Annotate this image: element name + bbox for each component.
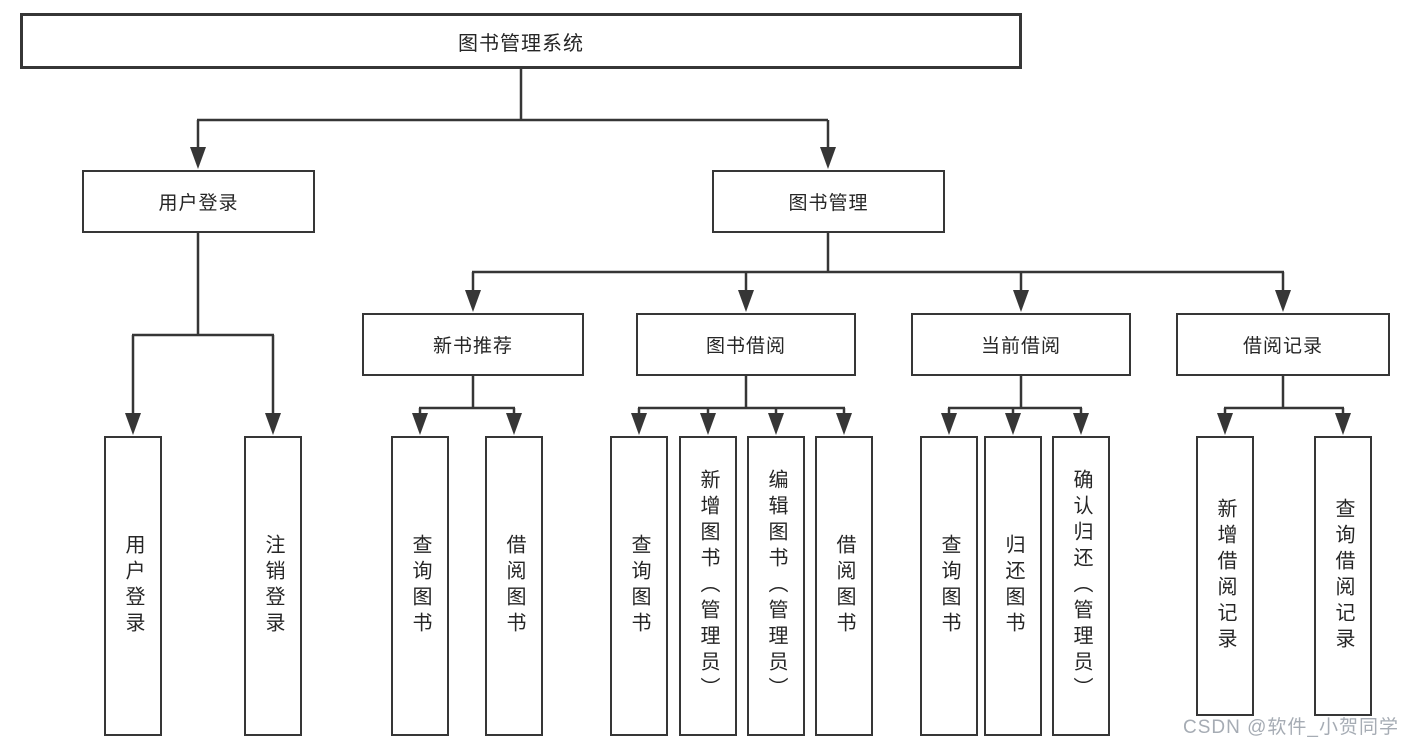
leaf-edit-book-admin: 编辑图书（管理员） <box>747 436 805 736</box>
leaf-confirm-return-admin: 确认归还（管理员） <box>1052 436 1110 736</box>
leaf-borrow-book: 借阅图书 <box>815 436 873 736</box>
leaf-logout: 注销登录 <box>244 436 302 736</box>
leaf-query-book-current: 查询图书 <box>920 436 978 736</box>
leaf-add-book-admin: 新增图书（管理员） <box>679 436 737 736</box>
leaf-return-book: 归还图书 <box>984 436 1042 736</box>
node-book-borrow: 图书借阅 <box>636 313 856 376</box>
node-borrow-records: 借阅记录 <box>1176 313 1390 376</box>
leaf-query-book-borrow: 查询图书 <box>610 436 668 736</box>
watermark: CSDN @软件_小贺同学 <box>1183 717 1399 738</box>
leaf-query-borrow-record: 查询借阅记录 <box>1314 436 1372 716</box>
arrowheads <box>125 147 1351 435</box>
node-user-login: 用户登录 <box>82 170 315 233</box>
leaf-user-login: 用户登录 <box>104 436 162 736</box>
leaf-add-borrow-record: 新增借阅记录 <box>1196 436 1254 716</box>
leaf-borrow-book-recommend: 借阅图书 <box>485 436 543 736</box>
node-root: 图书管理系统 <box>20 13 1022 69</box>
node-current-borrow: 当前借阅 <box>911 313 1131 376</box>
leaf-query-book-recommend: 查询图书 <box>391 436 449 736</box>
node-book-management: 图书管理 <box>712 170 945 233</box>
node-new-book-recommend: 新书推荐 <box>362 313 584 376</box>
